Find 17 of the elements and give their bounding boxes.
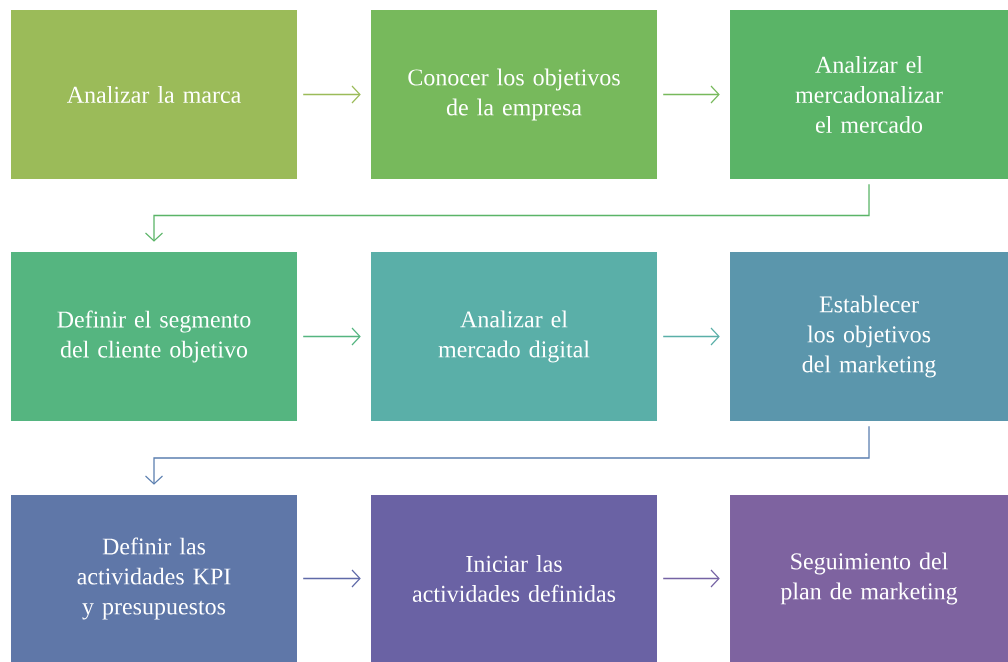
arrow (302, 85, 361, 104)
process-box: Analizar el mercado digital (371, 252, 657, 421)
arrow (662, 327, 720, 346)
arrow (662, 569, 720, 588)
process-box: Conocer los objetivos de la empresa (371, 10, 657, 179)
process-box: Analizar el mercadonalizar el mercado (730, 10, 1008, 179)
arrow (144, 183, 870, 242)
arrow (302, 327, 361, 346)
arrow (302, 569, 361, 588)
process-box: Iniciar las actividades definidas (371, 495, 657, 662)
process-box: Analizar la marca (11, 10, 297, 179)
process-box: Definir las actividades KPI y presupuestos (11, 495, 297, 662)
arrow (662, 85, 720, 104)
arrow (144, 425, 870, 485)
process-box: Definir el segmento del cliente objetivo (11, 252, 297, 421)
process-box: Seguimiento del plan de marketing (730, 495, 1008, 662)
process-box: Establecer los objetivos del marketing (730, 252, 1008, 421)
